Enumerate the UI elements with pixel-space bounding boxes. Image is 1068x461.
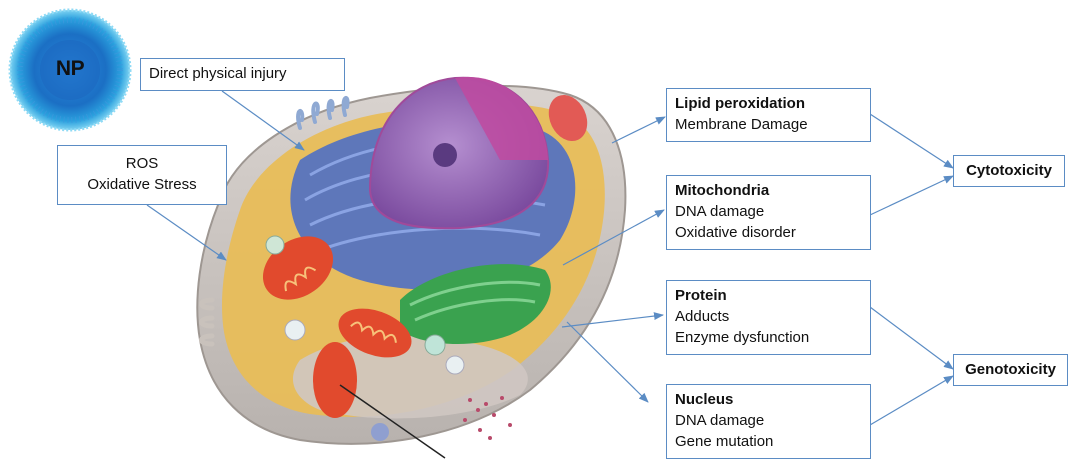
cytotoxicity-label: Cytotoxicity (962, 160, 1056, 181)
adducts-text: Adducts (675, 306, 862, 327)
oxidative-stress-label: Oxidative Stress (66, 174, 218, 195)
mitochondria-title: Mitochondria (675, 180, 862, 201)
nucleus-box: Nucleus DNA damage Gene mutation (666, 384, 871, 459)
mito-dna-damage-text: DNA damage (675, 201, 862, 222)
arrow-lipid-cytotoxicity (870, 114, 953, 168)
protein-box: Protein Adducts Enzyme dysfunction (666, 280, 871, 355)
np-label: NP (42, 57, 98, 81)
lipid-peroxidation-title: Lipid peroxidation (675, 93, 862, 114)
physical-injury-label: Direct physical injury (149, 63, 336, 84)
nucleus-title: Nucleus (675, 389, 862, 410)
nucleus-dna-damage-text: DNA damage (675, 410, 862, 431)
ros-label: ROS (66, 153, 218, 174)
ros-box: ROS Oxidative Stress (57, 145, 227, 205)
arrow-lipid (612, 117, 665, 143)
genotoxicity-box: Genotoxicity (953, 354, 1068, 386)
mitochondria-box: Mitochondria DNA damage Oxidative disord… (666, 175, 871, 250)
cell (197, 77, 625, 458)
lipid-peroxidation-box: Lipid peroxidation Membrane Damage (666, 88, 871, 142)
membrane-damage-text: Membrane Damage (675, 114, 862, 135)
arrow-nucleus-genotoxicity (870, 376, 953, 425)
arrow-mito-cytotoxicity (870, 176, 953, 215)
genotoxicity-label: Genotoxicity (962, 359, 1059, 380)
arrow-protein-genotoxicity (870, 307, 953, 369)
cytotoxicity-box: Cytotoxicity (953, 155, 1065, 187)
protein-title: Protein (675, 285, 862, 306)
enzyme-dysfunction-text: Enzyme dysfunction (675, 327, 862, 348)
arrow-physical-injury (222, 91, 304, 150)
physical-injury-box: Direct physical injury (140, 58, 345, 91)
arrow-nucleus (567, 322, 648, 402)
oxidative-disorder-text: Oxidative disorder (675, 222, 862, 243)
gene-mutation-text: Gene mutation (675, 431, 862, 452)
